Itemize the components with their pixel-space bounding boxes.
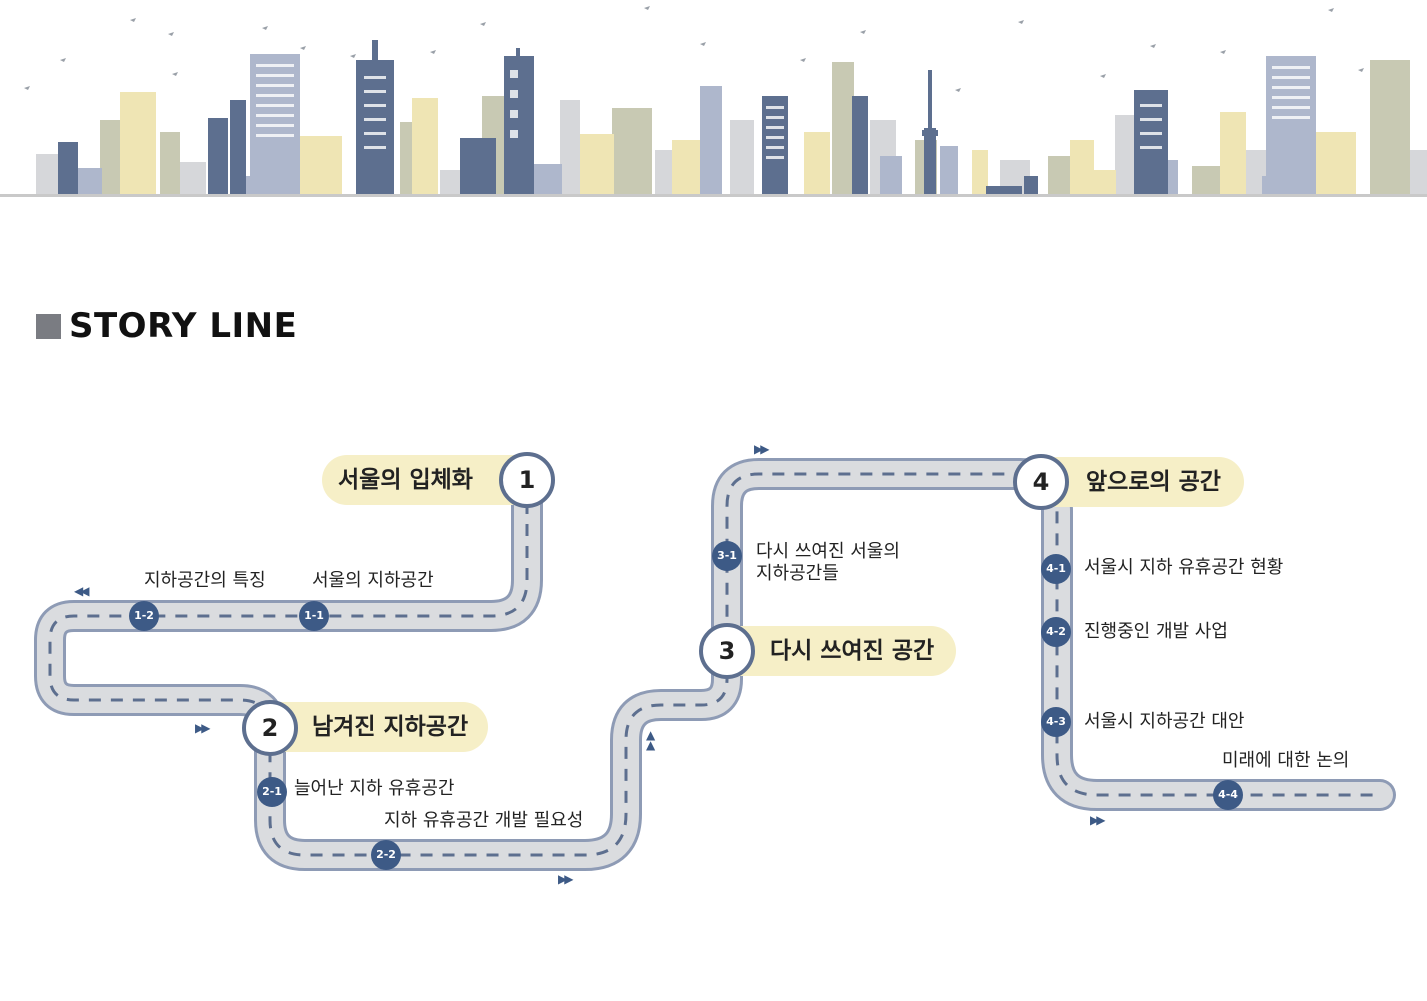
section-title: STORY LINE xyxy=(36,306,297,346)
chapter-1-node: 1 xyxy=(499,452,555,508)
title-square-icon xyxy=(36,313,61,339)
double-triangle-icon: ◀◀ xyxy=(74,584,90,598)
sub-label-2-2: 지하 유휴공간 개발 필요성 xyxy=(384,810,584,831)
marker-1-1: 1-1 xyxy=(299,601,329,631)
sub-label-4-2: 진행중인 개발 사업 xyxy=(1084,621,1228,642)
marker-2-2: 2-2 xyxy=(371,840,401,870)
marker-4-2: 4-2 xyxy=(1041,617,1071,647)
marker-3-1: 3-1 xyxy=(712,541,742,571)
chapter-2-node: 2 xyxy=(242,700,298,756)
birds xyxy=(24,6,1364,92)
sub-label-4-1: 서울시 지하 유휴공간 현황 xyxy=(1084,557,1284,578)
double-triangle-icon: ▶▶ xyxy=(195,721,211,735)
chapter-4-label: 앞으로의 공간 xyxy=(1020,457,1244,507)
sub-label-1-1: 서울의 지하공간 xyxy=(312,570,434,591)
marker-4-4: 4-4 xyxy=(1213,780,1243,810)
double-triangle-icon: ▲▲ xyxy=(646,728,656,752)
title-text: STORY LINE xyxy=(69,306,298,346)
sub-label-4-4: 미래에 대한 논의 xyxy=(1222,750,1350,771)
sub-label-3-1: 다시 쓰여진 서울의 지하공간들 xyxy=(756,541,900,584)
double-triangle-icon: ▶▶ xyxy=(1090,813,1106,827)
sub-label-2-1: 늘어난 지하 유휴공간 xyxy=(294,778,455,799)
double-triangle-icon: ▶▶ xyxy=(558,872,574,886)
double-triangle-icon: ▶▶ xyxy=(754,442,770,456)
marker-2-1: 2-1 xyxy=(257,777,287,807)
chapter-3-node: 3 xyxy=(699,623,755,679)
chapter-4-node: 4 xyxy=(1013,454,1069,510)
road-dashes xyxy=(48,472,1380,857)
sub-label-1-2: 지하공간의 특징 xyxy=(144,570,266,591)
marker-4-1: 4-1 xyxy=(1041,554,1071,584)
marker-4-3: 4-3 xyxy=(1041,707,1071,737)
marker-1-2: 1-2 xyxy=(129,601,159,631)
city-skyline-illustration xyxy=(0,6,1427,197)
sub-label-4-3: 서울시 지하공간 대안 xyxy=(1084,711,1245,732)
